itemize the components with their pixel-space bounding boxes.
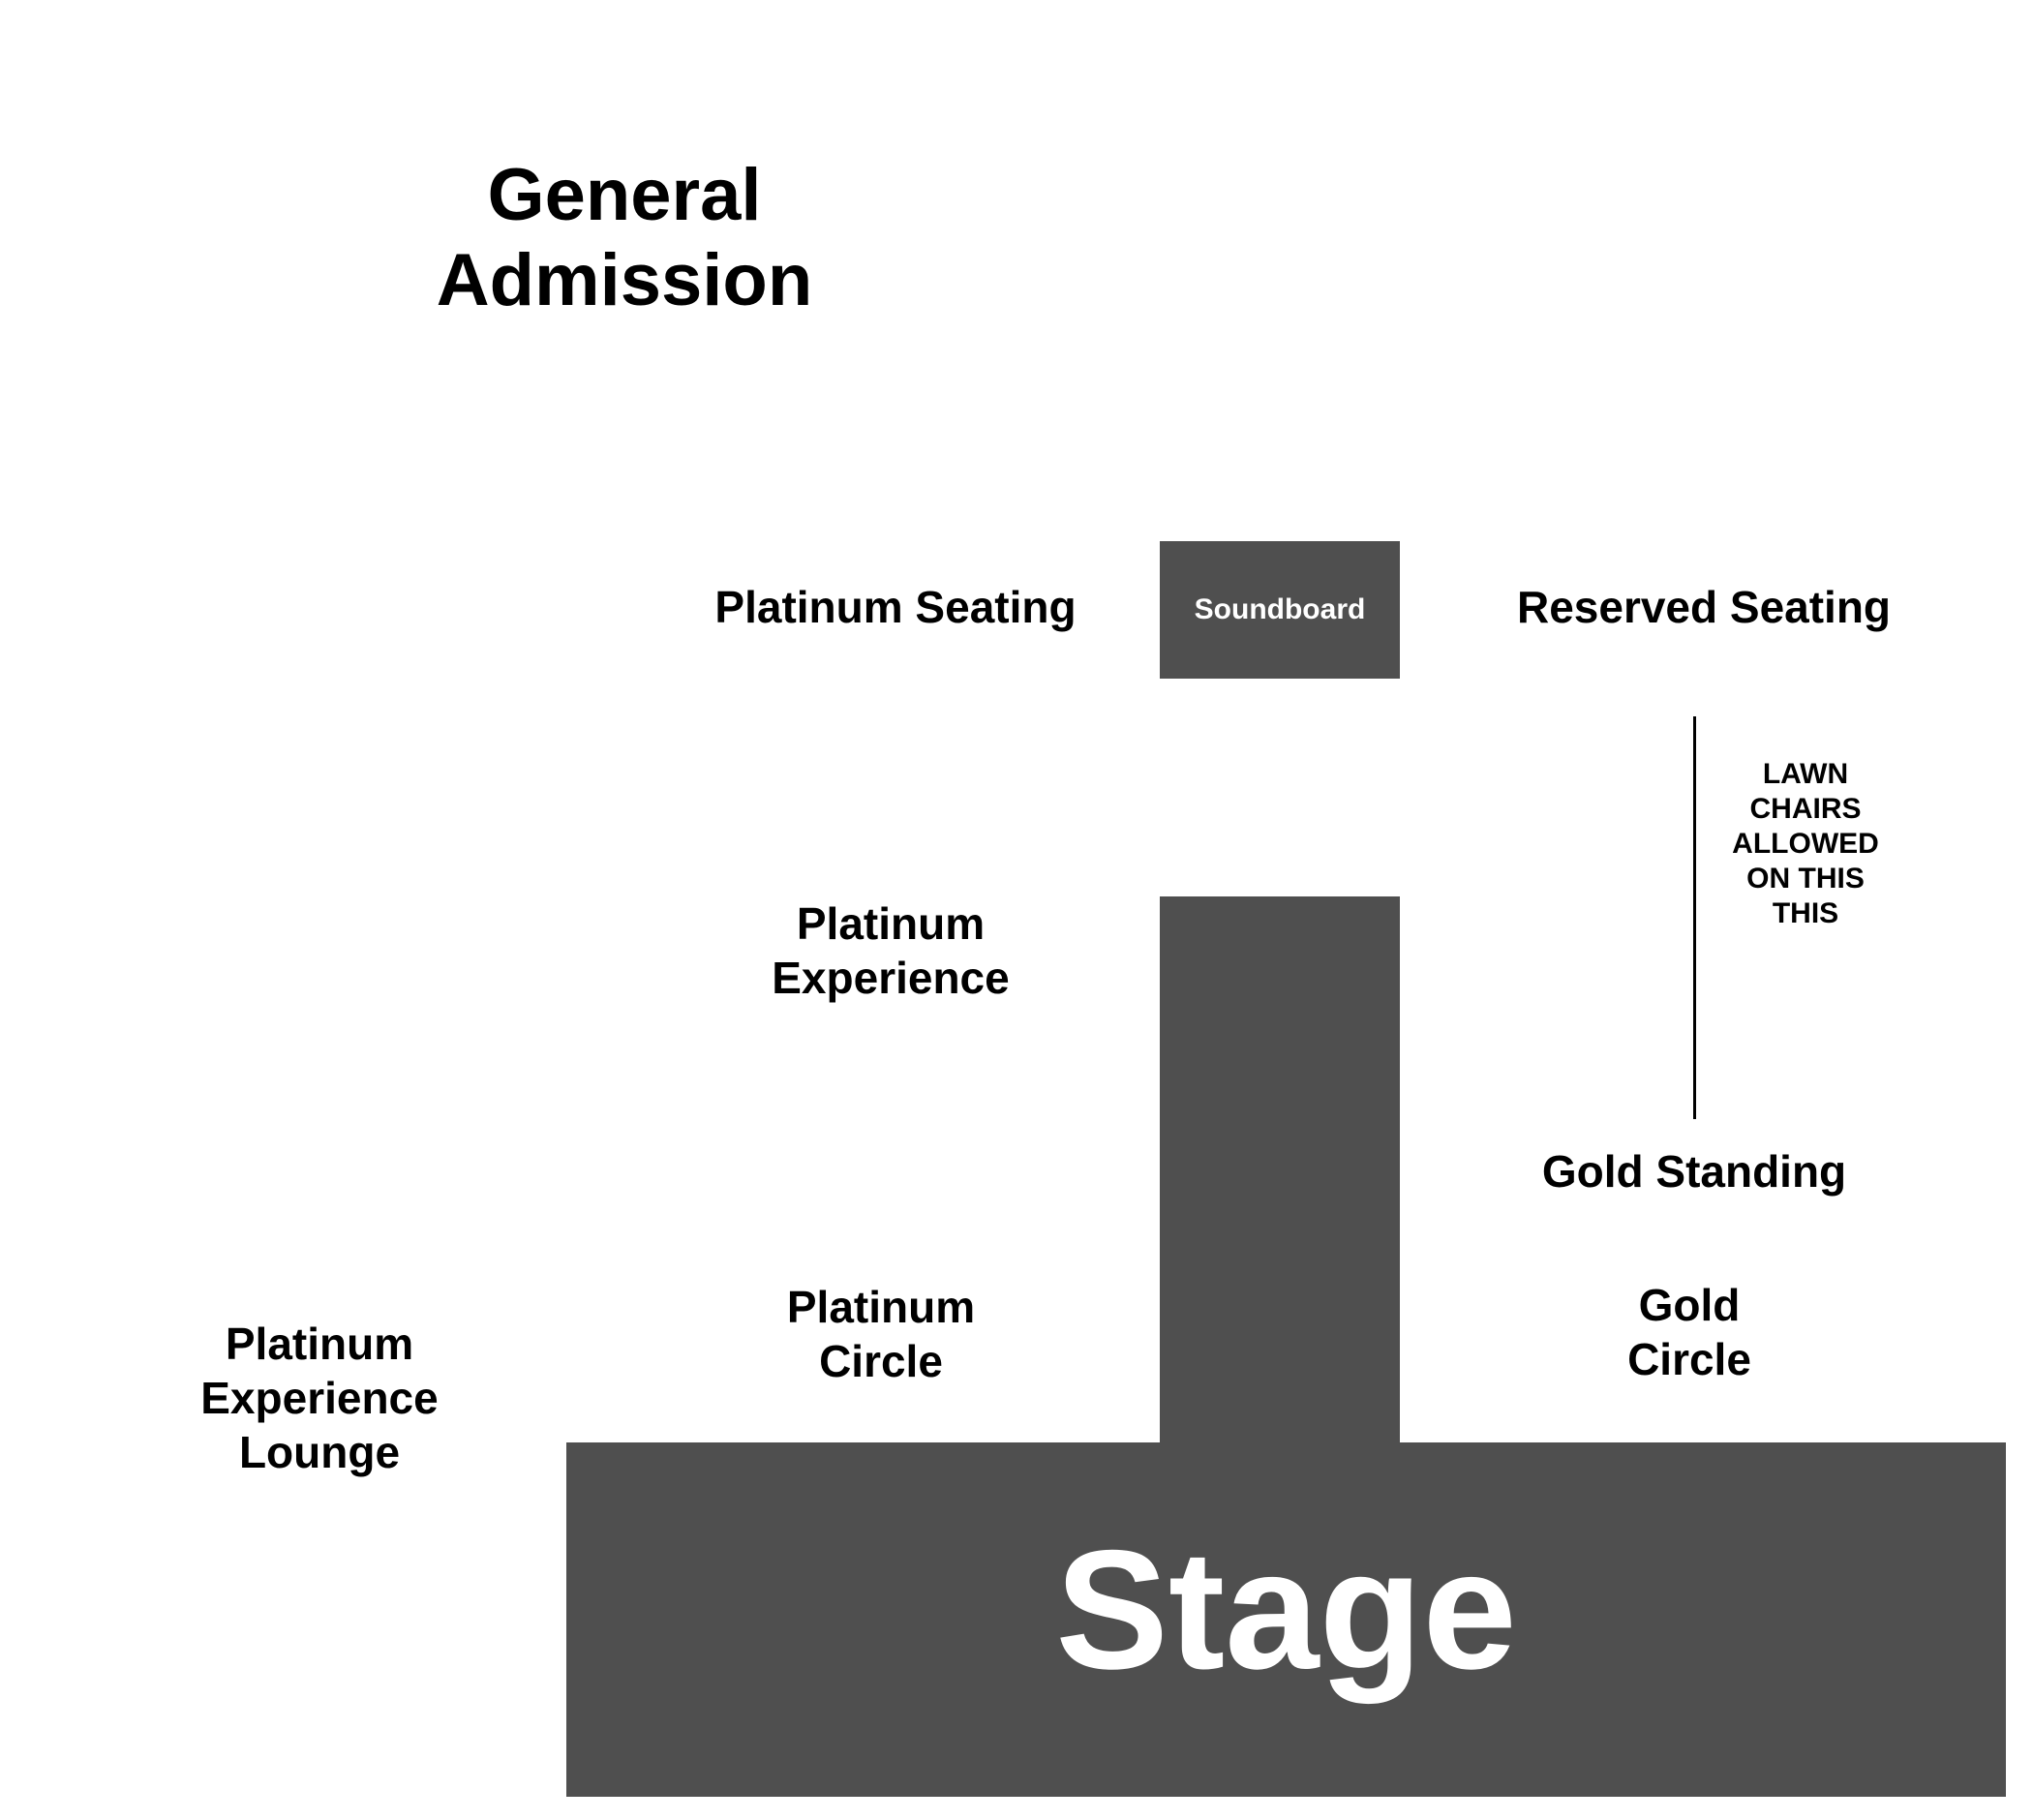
section-gold-standing[interactable]: Gold Standing xyxy=(1541,1146,1847,1197)
section-gold-circle[interactable]: Gold Circle xyxy=(1627,1280,1751,1384)
stage-block: Stage xyxy=(566,1442,2006,1797)
section-platinum-experience[interactable]: Platinum Experience xyxy=(772,898,1010,1003)
lawn-chairs-note: LAWN CHAIRS ALLOWED ON THIS THIS xyxy=(1732,758,1879,929)
section-platinum-experience-lounge[interactable]: Platinum Experience Lounge xyxy=(200,1319,439,1477)
section-reserved-seating[interactable]: Reserved Seating xyxy=(1516,582,1892,632)
lawn-divider-line xyxy=(1693,716,1696,1119)
section-general-admission[interactable]: General Admission xyxy=(436,154,813,321)
stage-runway-block xyxy=(1160,896,1400,1444)
section-platinum-circle[interactable]: Platinum Circle xyxy=(786,1282,976,1386)
soundboard-block: Soundboard xyxy=(1160,541,1400,679)
soundboard-label: Soundboard xyxy=(1194,593,1366,625)
section-platinum-seating[interactable]: Platinum Seating xyxy=(714,582,1077,632)
stage-label: Stage xyxy=(1055,1515,1517,1705)
